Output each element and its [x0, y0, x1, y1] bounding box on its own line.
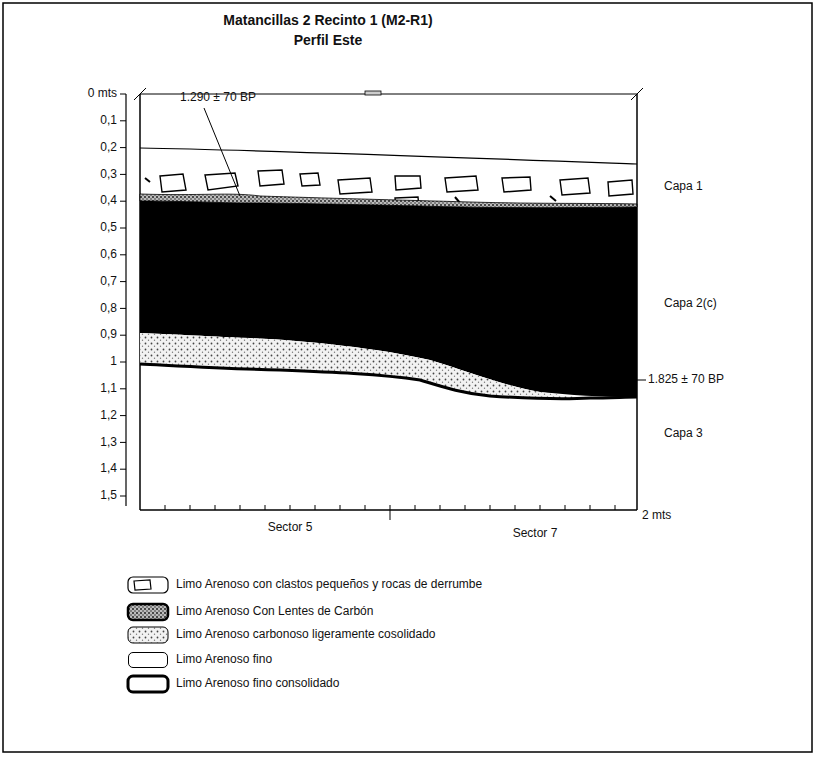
scale-tick: [515, 505, 516, 510]
depth-label: 1,1: [100, 382, 117, 396]
depth-tick: [120, 254, 126, 255]
depth-tick: [120, 147, 126, 148]
depth-tick: [120, 228, 126, 229]
depth-tick: [120, 496, 126, 497]
scale-tick: [390, 505, 391, 510]
scale-tick: [615, 505, 616, 510]
depth-label: 0,6: [100, 248, 117, 262]
scale-tick: [565, 505, 566, 510]
scale-tick: [240, 505, 241, 510]
scale-tick: [215, 505, 216, 510]
depth-tick: [120, 201, 126, 202]
depth-tick: [120, 469, 126, 470]
layer-label: Capa 2(c): [664, 297, 717, 311]
depth-tick: [120, 415, 126, 416]
scale-tick: [590, 505, 591, 510]
depth-tick: [120, 362, 126, 363]
sector-label: Sector 5: [268, 521, 313, 535]
date-label: 1.290 ± 70 BP: [180, 91, 256, 105]
scale-tick: [490, 505, 491, 510]
depth-tick: [120, 335, 126, 336]
depth-label: 0,7: [100, 275, 117, 289]
depth-label: 0,2: [100, 141, 117, 155]
scale-tick: [315, 505, 316, 510]
scale-tick: [190, 505, 191, 510]
depth-label: 1,4: [100, 462, 117, 476]
depth-tick: [120, 442, 126, 443]
depth-label: 1: [110, 355, 117, 369]
sector-label: Sector 7: [513, 527, 558, 541]
depth-label: 1,5: [100, 489, 117, 503]
legend-text: Limo Arenoso fino: [176, 653, 272, 667]
legend-text: Limo Arenoso con clastos pequeños y roca…: [176, 578, 482, 592]
subtitle: Perfil Este: [294, 32, 362, 48]
layer-label: Capa 1: [664, 180, 703, 194]
depth-tick: [120, 388, 126, 389]
scale-tick: [165, 505, 166, 510]
depth-tick: [120, 120, 126, 121]
scale-tick: [540, 505, 541, 510]
depth-tick: [120, 174, 126, 175]
depth-label: 1,2: [100, 409, 117, 423]
layer-label: Capa 3: [664, 427, 703, 441]
scale-tick: [415, 505, 416, 510]
scale-tick: [465, 505, 466, 510]
legend-text: Limo Arenoso fino consolidado: [176, 677, 339, 691]
date-label: 1.825 ± 70 BP: [648, 373, 724, 387]
legend-text: Limo Arenoso carbonoso ligeramente cosol…: [176, 628, 436, 642]
scale-tick: [365, 505, 366, 510]
legend-swatch: [128, 652, 168, 668]
title: Matancillas 2 Recinto 1 (M2-R1): [223, 12, 432, 28]
depth-tick: [120, 94, 126, 95]
depth-label: 0 mts: [88, 87, 117, 101]
depth-tick: [120, 308, 126, 309]
depth-tick: [120, 281, 126, 282]
depth-label: 0,3: [100, 168, 117, 182]
legend-text: Limo Arenoso Con Lentes de Carbón: [176, 605, 373, 619]
depth-label: 0,1: [100, 114, 117, 128]
scale-label: 2 mts: [642, 509, 671, 523]
depth-label: 0,8: [100, 302, 117, 316]
scale-tick: [340, 505, 341, 510]
depth-label: 0,5: [100, 221, 117, 235]
scale-tick: [265, 505, 266, 510]
scale-tick: [440, 505, 441, 510]
depth-label: 0,4: [100, 194, 117, 208]
scale-tick: [290, 505, 291, 510]
depth-label: 0,9: [100, 328, 117, 342]
depth-label: 1,3: [100, 436, 117, 450]
